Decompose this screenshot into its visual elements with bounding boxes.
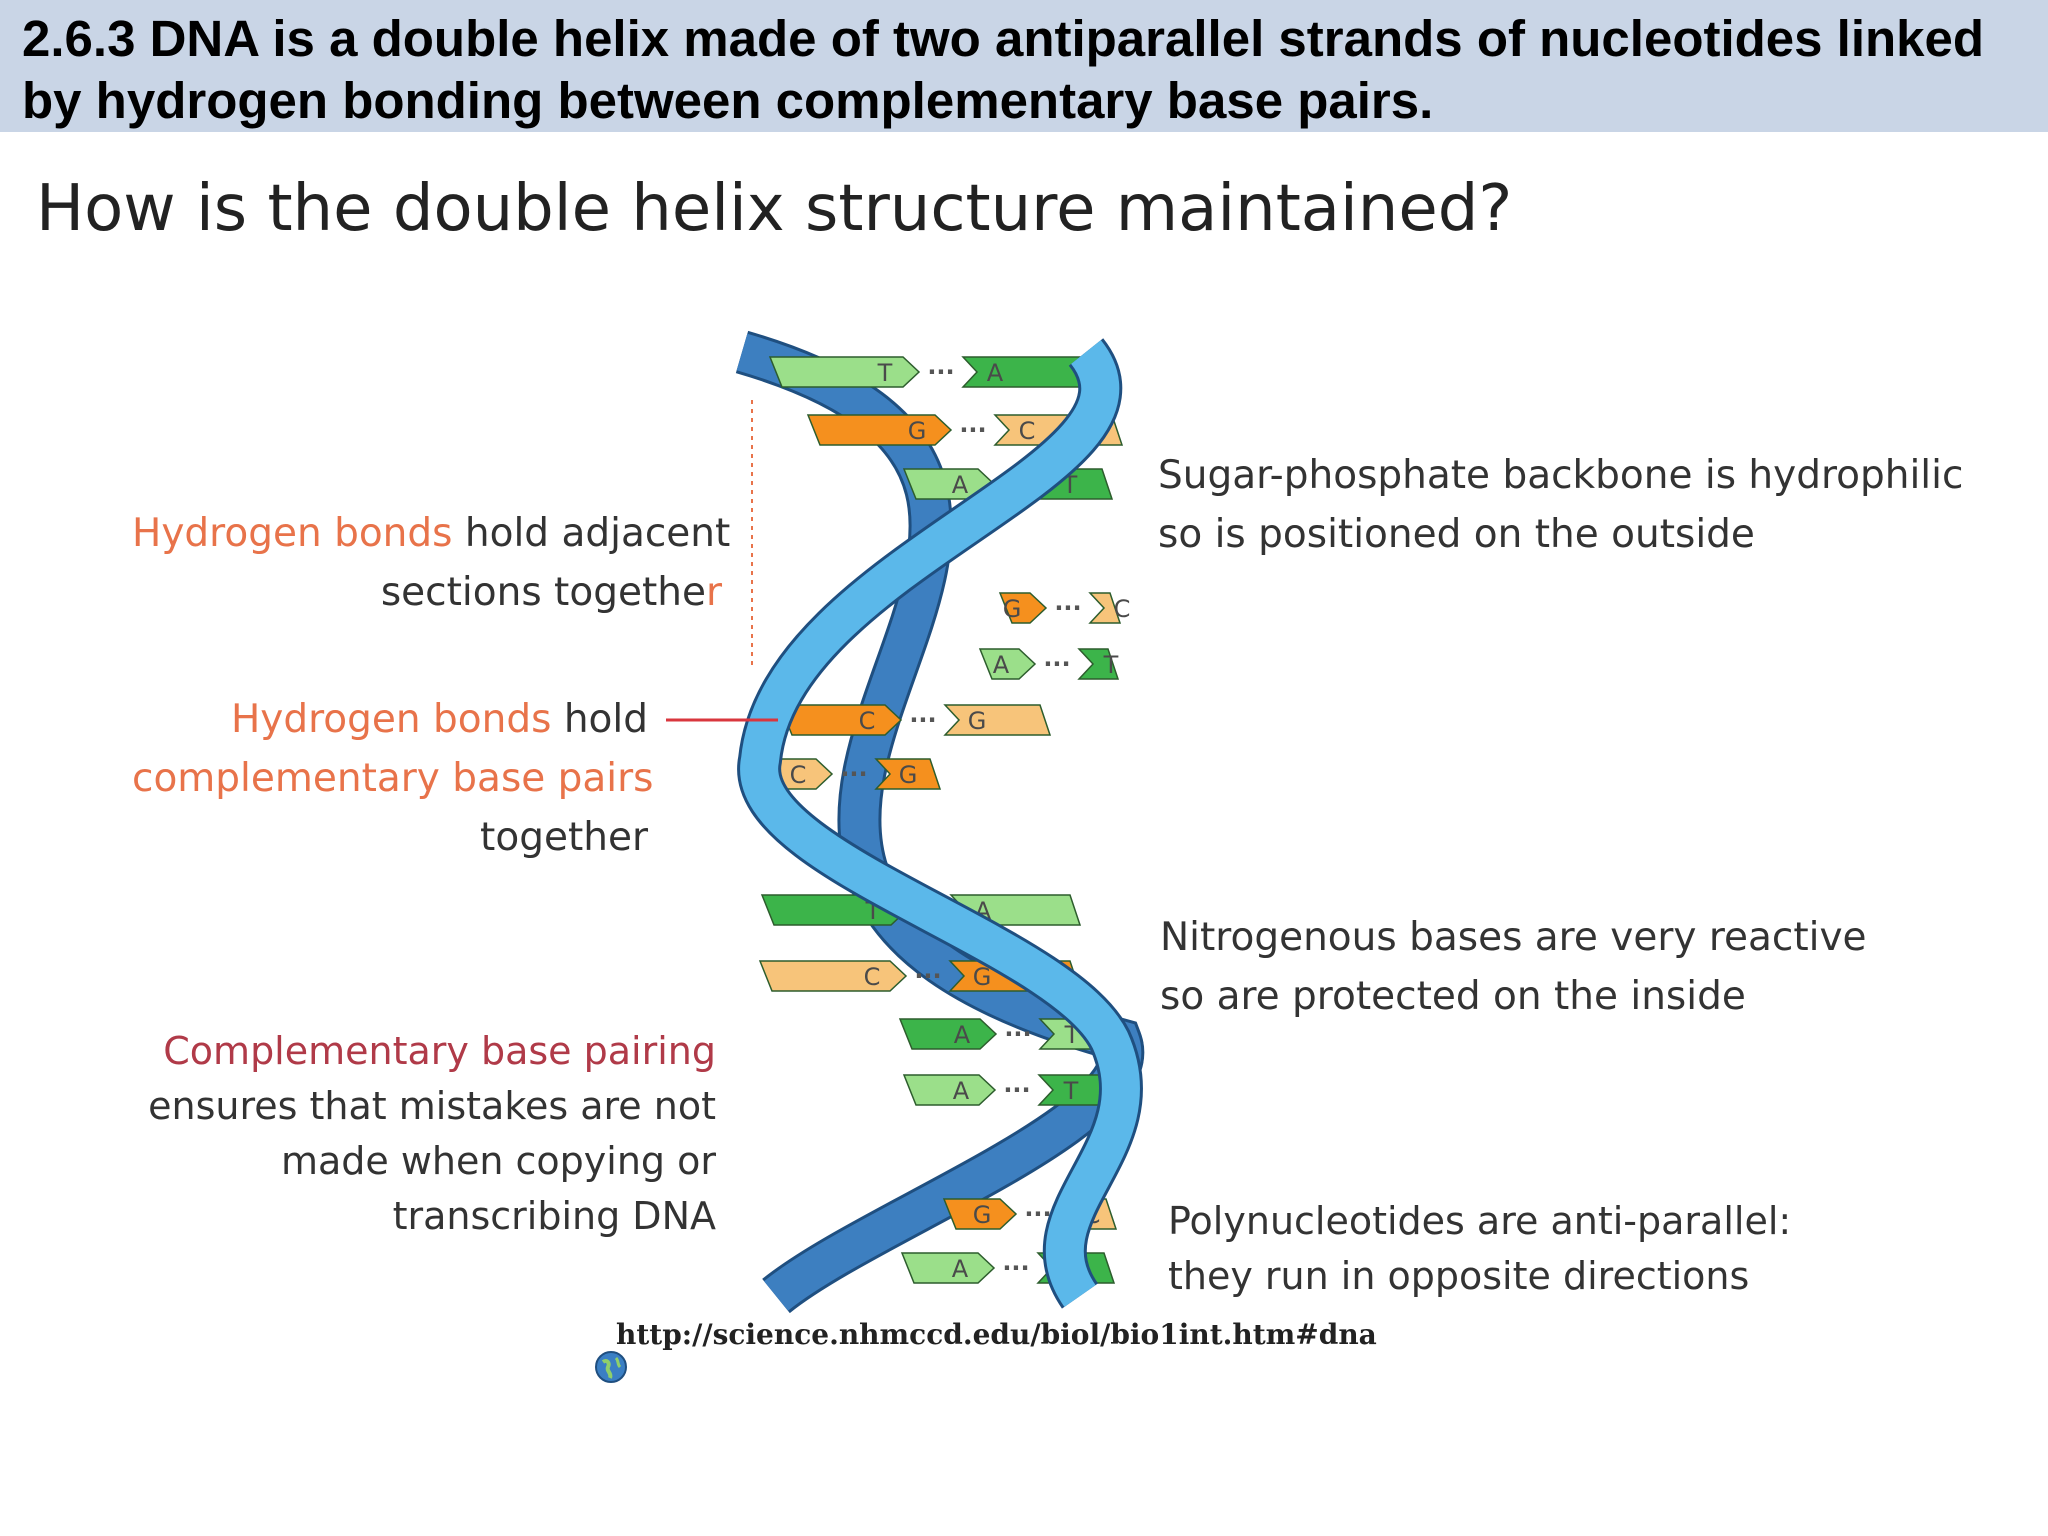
hydrogen-bond-dots: ··· <box>1043 650 1070 678</box>
front-strand <box>740 340 1140 1307</box>
note-text: Nitrogenous bases are very reactive <box>1160 915 1867 960</box>
note-accent-hydrogen-bonds: Hydrogen bonds <box>230 697 552 742</box>
base-label-left: T <box>877 359 893 387</box>
base-left-G <box>998 592 1048 624</box>
base-left-C <box>778 704 903 736</box>
base-label-right: T <box>1063 1077 1079 1105</box>
base-label-left: G <box>1003 595 1022 623</box>
base-label-left: C <box>859 707 876 735</box>
base-left-C <box>758 960 908 992</box>
note-text: hold adjacent <box>452 511 731 556</box>
note-complementary-base-pairing: Complementary base pairing ensures that … <box>132 1024 716 1244</box>
note-text: so are protected on the inside <box>1160 974 1746 1019</box>
note-sugar-phosphate-backbone: Sugar-phosphate backbone is hydrophilic … <box>1158 446 1963 564</box>
note-text: made when copying or <box>280 1139 716 1183</box>
base-right-T <box>1077 648 1120 680</box>
source-url: http://science.nhmccd.edu/biol/bio1int.h… <box>616 1318 1377 1351</box>
note-accent-hydrogen-bonds: Hydrogen bonds <box>132 511 453 556</box>
note-text: together <box>480 815 648 860</box>
base-label-right: A <box>987 359 1004 387</box>
base-right-G <box>874 758 942 790</box>
hydrogen-bond-dots: ··· <box>1004 1020 1031 1048</box>
objective-banner: 2.6.3 DNA is a double helix made of two … <box>0 0 2048 132</box>
slide-title: How is the double helix structure mainta… <box>36 172 1513 246</box>
globe-icon <box>595 1351 627 1383</box>
note-hydrogen-bonds-adjacent: Hydrogen bonds hold adjacent sections to… <box>132 504 730 622</box>
base-label-right: G <box>968 707 987 735</box>
base-label-left: G <box>908 417 927 445</box>
note-text: sections togethe <box>380 570 706 615</box>
base-left-T <box>768 356 921 388</box>
base-label-right: C <box>1114 595 1131 623</box>
note-accent-complementary-pairs: complementary base pairs <box>132 756 654 801</box>
note-nitrogenous-bases: Nitrogenous bases are very reactive so a… <box>1160 908 1867 1026</box>
note-text: ensures that mistakes are not <box>148 1084 716 1128</box>
hydrogen-bond-dots: ··· <box>1003 1076 1030 1104</box>
base-label-left: A <box>993 651 1010 679</box>
hydrogen-bond-dots: ··· <box>840 760 867 788</box>
base-left-A <box>902 1074 997 1106</box>
note-text: Polynucleotides are anti-parallel: <box>1168 1199 1792 1243</box>
note-hydrogen-bonds-complementary: Hydrogen bonds hold complementary base p… <box>132 690 654 867</box>
note-text-accent: r <box>705 570 722 615</box>
note-text: transcribing DNA <box>392 1194 716 1238</box>
base-label-left: A <box>952 1255 969 1283</box>
base-label-left: A <box>952 471 969 499</box>
base-label-right: T <box>1103 651 1119 679</box>
base-label-right: G <box>899 761 918 789</box>
note-text: so is positioned on the outside <box>1158 512 1755 557</box>
base-label-left: C <box>790 761 807 789</box>
hydrogen-bond-dots: ··· <box>959 416 986 444</box>
base-label-left: G <box>973 1201 992 1229</box>
base-label-right: G <box>973 963 992 991</box>
base-left-G <box>806 414 953 446</box>
objective-line-1: 2.6.3 DNA is a double helix made of two … <box>22 10 1985 67</box>
note-accent-base-pairing: Complementary base pairing <box>163 1029 716 1073</box>
base-label-left: A <box>954 1021 971 1049</box>
note-text: they run in opposite directions <box>1168 1254 1750 1298</box>
objective-line-2: by hydrogen bonding between complementar… <box>22 72 1434 129</box>
base-label-left: A <box>953 1077 970 1105</box>
base-right-T <box>1037 1074 1116 1106</box>
base-right-A <box>961 356 1098 388</box>
hydrogen-bond-dots: ··· <box>909 706 936 734</box>
hydrogen-bond-dots: ··· <box>1002 1254 1029 1282</box>
note-anti-parallel: Polynucleotides are anti-parallel: they … <box>1168 1194 1791 1304</box>
base-left-G <box>942 1198 1018 1230</box>
base-right-G <box>943 704 1052 736</box>
hydrogen-bond-dots: ··· <box>914 962 941 990</box>
base-left-A <box>900 1252 996 1284</box>
note-text: hold <box>551 697 648 742</box>
base-left-A <box>898 1018 998 1050</box>
base-label-right: C <box>1019 417 1036 445</box>
base-left-A <box>978 648 1037 680</box>
hydrogen-bond-dots: ··· <box>1054 594 1081 622</box>
base-right-C <box>1088 592 1122 624</box>
base-label-left: C <box>864 963 881 991</box>
hydrogen-bond-dots: ··· <box>927 358 954 386</box>
note-text: Sugar-phosphate backbone is hydrophilic <box>1158 453 1964 498</box>
